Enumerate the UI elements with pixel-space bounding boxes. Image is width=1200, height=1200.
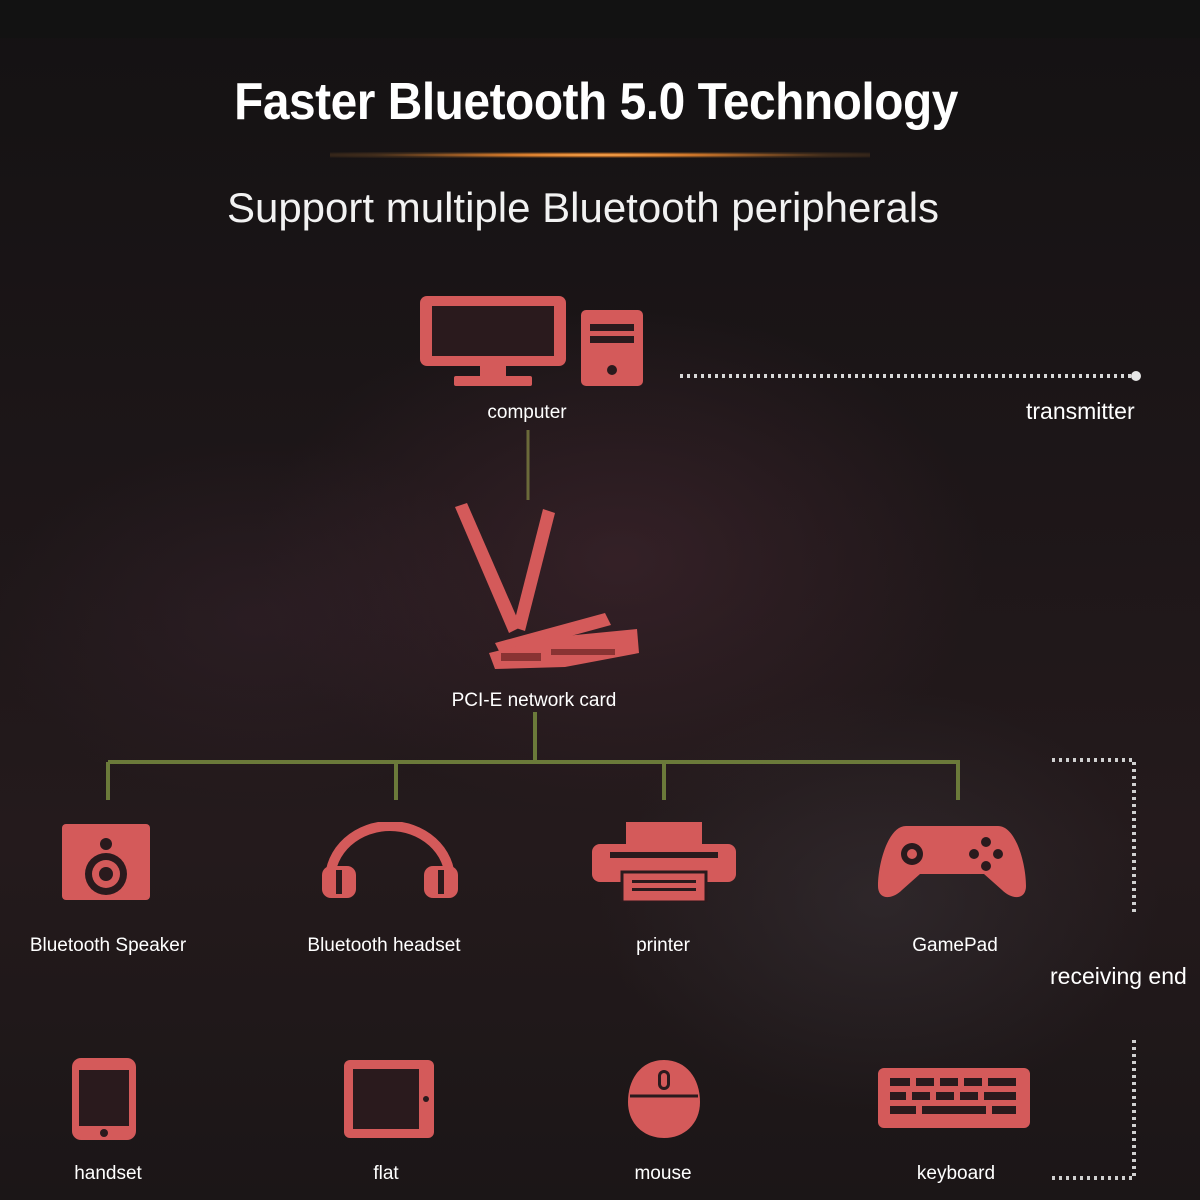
- speaker-icon: [62, 824, 150, 900]
- top-band: [0, 0, 1200, 38]
- computer-label: computer: [487, 402, 567, 423]
- receiving-bracket-top: [1052, 758, 1136, 915]
- tablet-icon: [344, 1060, 434, 1138]
- keyboard-label: keyboard: [916, 1163, 996, 1184]
- headset-label: Bluetooth headset: [307, 935, 461, 956]
- flat-label: flat: [373, 1163, 399, 1184]
- gamepad-icon: [876, 824, 1028, 900]
- computer-icon: [418, 294, 650, 390]
- page-title: Faster Bluetooth 5.0 Technology: [234, 73, 958, 131]
- transmitter-label: transmitter: [1026, 398, 1135, 424]
- page-subtitle: Support multiple Bluetooth peripherals: [226, 184, 940, 231]
- handset-label: handset: [74, 1163, 142, 1184]
- transmitter-dot: [1131, 371, 1141, 381]
- network-card-label: PCI-E network card: [451, 690, 617, 711]
- keyboard-icon: [878, 1068, 1030, 1128]
- receiving-bracket-bottom: [1052, 1040, 1136, 1180]
- gamepad-label: GamePad: [912, 935, 998, 956]
- printer-label: printer: [636, 935, 690, 956]
- mouse-label: mouse: [634, 1163, 692, 1184]
- headphones-icon: [320, 822, 460, 900]
- receiving-end-label: receiving end: [1050, 963, 1187, 989]
- network-card-icon: [455, 503, 640, 683]
- phone-icon: [72, 1058, 136, 1140]
- mouse-icon: [626, 1058, 702, 1140]
- printer-icon: [592, 822, 736, 902]
- title-glow-divider: [330, 152, 870, 158]
- speaker-label: Bluetooth Speaker: [29, 935, 187, 956]
